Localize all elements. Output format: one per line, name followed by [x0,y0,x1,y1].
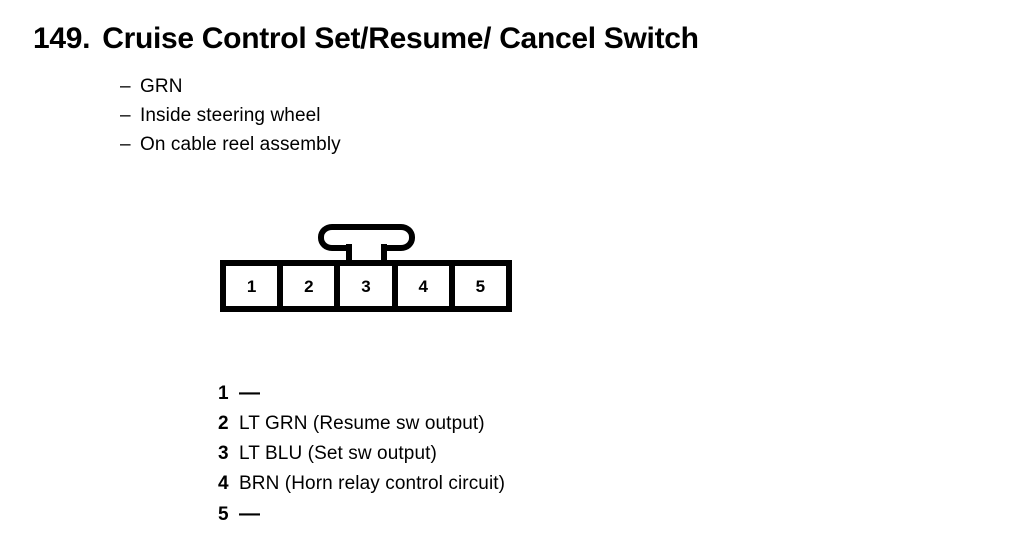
connector-pin-2: 2 [283,266,341,306]
legend-row: 1 — [218,378,505,409]
legend-pin-number: 3 [218,443,229,464]
legend-pin-number: 5 [218,504,229,525]
page-title: 149. Cruise Control Set/Resume/ Cancel S… [33,22,699,56]
connector-pin-5: 5 [454,266,507,306]
latch-neck-left-shape [346,244,352,262]
connector-pin-4-label: 4 [418,276,428,296]
note-item: –Inside steering wheel [120,101,341,130]
page-title-text: Cruise Control Set/Resume/ Cancel Switch [102,22,699,55]
note-item: –On cable reel assembly [120,130,341,159]
note-dash-icon: – [120,105,131,126]
note-label: On cable reel assembly [140,134,341,155]
pin-legend: 1 — 2 LT GRN (Resume sw output) 3 LT BLU… [218,378,505,530]
note-dash-icon: – [120,134,131,155]
note-label: Inside steering wheel [140,105,321,126]
note-label: GRN [140,76,183,97]
legend-pin-number: 4 [218,473,229,494]
latch-neck-right-shape [381,244,387,262]
note-item: –GRN [120,72,341,101]
connector-latch-icon [318,224,415,263]
legend-pin-description: LT GRN (Resume sw output) [239,413,485,434]
legend-row: 5 — [218,499,505,530]
connector-pin-5-label: 5 [475,276,486,296]
connector-pin-1: 1 [226,266,284,306]
legend-row: 2 LT GRN (Resume sw output) [218,409,505,439]
legend-pin-description: BRN (Horn relay control circuit) [239,473,506,494]
connector-pin-1-label: 1 [246,276,257,296]
page-title-number: 149. [33,22,91,55]
connector-pin-4: 4 [397,266,455,306]
legend-pin-description: — [239,502,261,525]
connector-pin-2-label: 2 [304,276,314,296]
legend-pin-number: 2 [218,413,229,434]
legend-pin-description: — [239,381,261,404]
connector-body: 1 2 3 4 5 [220,260,512,312]
latch-inner-gap [352,243,381,263]
connector-diagram: 1 2 3 4 5 [220,224,520,319]
notes-list: –GRN –Inside steering wheel –On cable re… [120,72,341,159]
legend-pin-number: 1 [218,383,229,404]
legend-row: 4 BRN (Horn relay control circuit) [218,469,505,499]
connector-pin-3: 3 [340,266,398,306]
legend-row: 3 LT BLU (Set sw output) [218,439,505,469]
legend-pin-description: LT BLU (Set sw output) [239,443,437,464]
connector-pin-3-label: 3 [361,276,371,296]
note-dash-icon: – [120,76,131,97]
